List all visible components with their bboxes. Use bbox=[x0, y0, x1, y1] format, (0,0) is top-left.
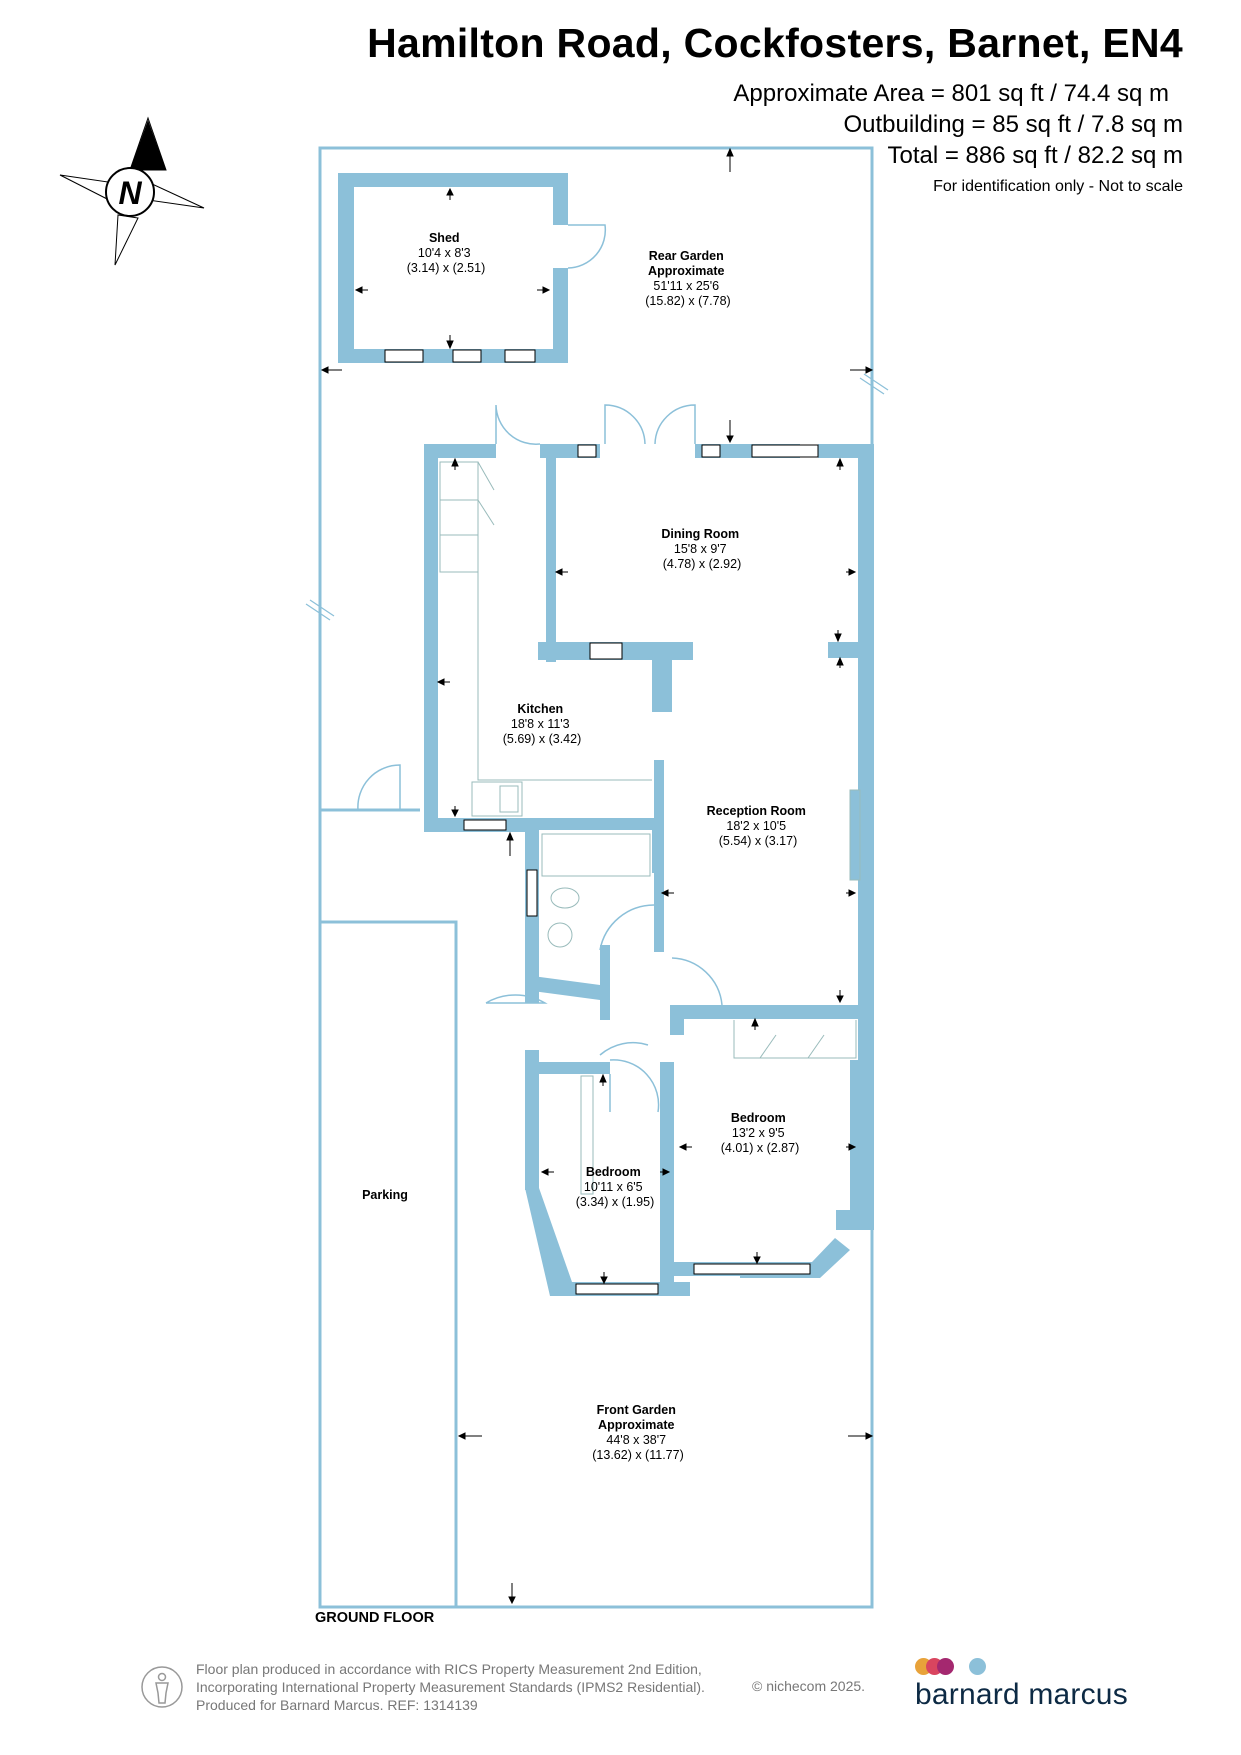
doors bbox=[357, 224, 723, 1113]
dining-imperial: 15'8 x 9'7 bbox=[674, 542, 727, 556]
rear-garden-qualifier: Approximate bbox=[648, 264, 724, 278]
room-shed: Shed 10'4 x 8'3 (3.14) x (2.51) bbox=[407, 231, 486, 275]
room-bedroom-small: Bedroom 10'11 x 6'5 (3.34) x (1.95) bbox=[576, 1165, 655, 1209]
dining-metric: (4.78) x (2.92) bbox=[663, 557, 742, 571]
brand-dot-icon bbox=[937, 1658, 954, 1675]
break-marks bbox=[305, 373, 889, 621]
plan-title: Hamilton Road, Cockfosters, Barnet, EN4 bbox=[367, 20, 1183, 66]
room-bedroom-main: Bedroom 13'2 x 9'5 (4.01) x (2.87) bbox=[721, 1111, 800, 1155]
shed-metric: (3.14) x (2.51) bbox=[407, 261, 486, 275]
approximate-area: Approximate Area = 801 sq ft / 74.4 sq m bbox=[733, 80, 1169, 107]
front-garden-name: Front Garden bbox=[597, 1403, 676, 1417]
brand-name: barnard marcus bbox=[915, 1678, 1128, 1711]
outbuilding-area: Outbuilding = 85 sq ft / 7.8 sq m bbox=[843, 111, 1183, 138]
bedroom-small-name: Bedroom bbox=[586, 1165, 641, 1179]
room-front-garden: Front Garden Approximate 44'8 x 38'7 (13… bbox=[592, 1403, 683, 1462]
dining-name: Dining Room bbox=[661, 527, 739, 541]
brand-logo: barnard marcus bbox=[915, 1658, 1135, 1718]
walls bbox=[338, 173, 874, 1296]
kitchen-imperial: 18'8 x 11'3 bbox=[511, 717, 570, 731]
rear-garden-name: Rear Garden bbox=[649, 249, 724, 263]
reception-imperial: 18'2 x 10'5 bbox=[726, 819, 786, 833]
shed-imperial: 10'4 x 8'3 bbox=[418, 246, 471, 260]
bedroom-small-metric: (3.34) x (1.95) bbox=[576, 1195, 655, 1209]
front-garden-imperial: 44'8 x 38'7 bbox=[606, 1433, 666, 1447]
room-rear-garden: Rear Garden Approximate 51'11 x 25'6 (15… bbox=[645, 249, 730, 308]
windows bbox=[384, 349, 819, 1295]
room-parking: Parking bbox=[362, 1188, 408, 1202]
identification-note: For identification only - Not to scale bbox=[933, 178, 1183, 195]
front-garden-qualifier: Approximate bbox=[598, 1418, 674, 1432]
brand-dot-icon bbox=[969, 1658, 986, 1675]
floor-label: GROUND FLOOR bbox=[315, 1610, 435, 1626]
parking-name: Parking bbox=[362, 1188, 408, 1202]
total-area: Total = 886 sq ft / 82.2 sq m bbox=[887, 142, 1184, 169]
accessibility-person-icon bbox=[141, 1666, 183, 1708]
room-dining: Dining Room 15'8 x 9'7 (4.78) x (2.92) bbox=[661, 527, 742, 571]
fixtures bbox=[439, 461, 861, 1195]
footer-line-1: Floor plan produced in accordance with R… bbox=[196, 1661, 702, 1677]
rear-garden-imperial: 51'11 x 25'6 bbox=[653, 279, 719, 293]
footer-line-2: Incorporating International Property Mea… bbox=[196, 1679, 705, 1695]
room-reception: Reception Room 18'2 x 10'5 (5.54) x (3.1… bbox=[707, 804, 810, 848]
dimension-arrows bbox=[320, 147, 874, 1605]
room-kitchen: Kitchen 18'8 x 11'3 (5.69) x (3.42) bbox=[503, 702, 582, 746]
footer-notes: Floor plan produced in accordance with R… bbox=[196, 1660, 705, 1714]
compass-rose-icon: N bbox=[59, 116, 205, 266]
footer-line-3: Produced for Barnard Marcus. REF: 131413… bbox=[196, 1697, 478, 1713]
kitchen-metric: (5.69) x (3.42) bbox=[503, 732, 582, 746]
reception-name: Reception Room bbox=[707, 804, 806, 818]
compass-label: N bbox=[118, 175, 142, 211]
bedroom-main-metric: (4.01) x (2.87) bbox=[721, 1141, 800, 1155]
reception-metric: (5.54) x (3.17) bbox=[719, 834, 798, 848]
copyright-text: © nichecom 2025. bbox=[752, 1678, 866, 1694]
bedroom-main-name: Bedroom bbox=[731, 1111, 786, 1125]
bedroom-small-imperial: 10'11 x 6'5 bbox=[584, 1180, 643, 1194]
rear-garden-metric: (15.82) x (7.78) bbox=[645, 294, 730, 308]
bedroom-main-imperial: 13'2 x 9'5 bbox=[732, 1126, 785, 1140]
kitchen-name: Kitchen bbox=[517, 702, 563, 716]
plot-boundary bbox=[318, 146, 874, 1609]
front-garden-metric: (13.62) x (11.77) bbox=[592, 1448, 683, 1462]
shed-name: Shed bbox=[429, 231, 460, 245]
